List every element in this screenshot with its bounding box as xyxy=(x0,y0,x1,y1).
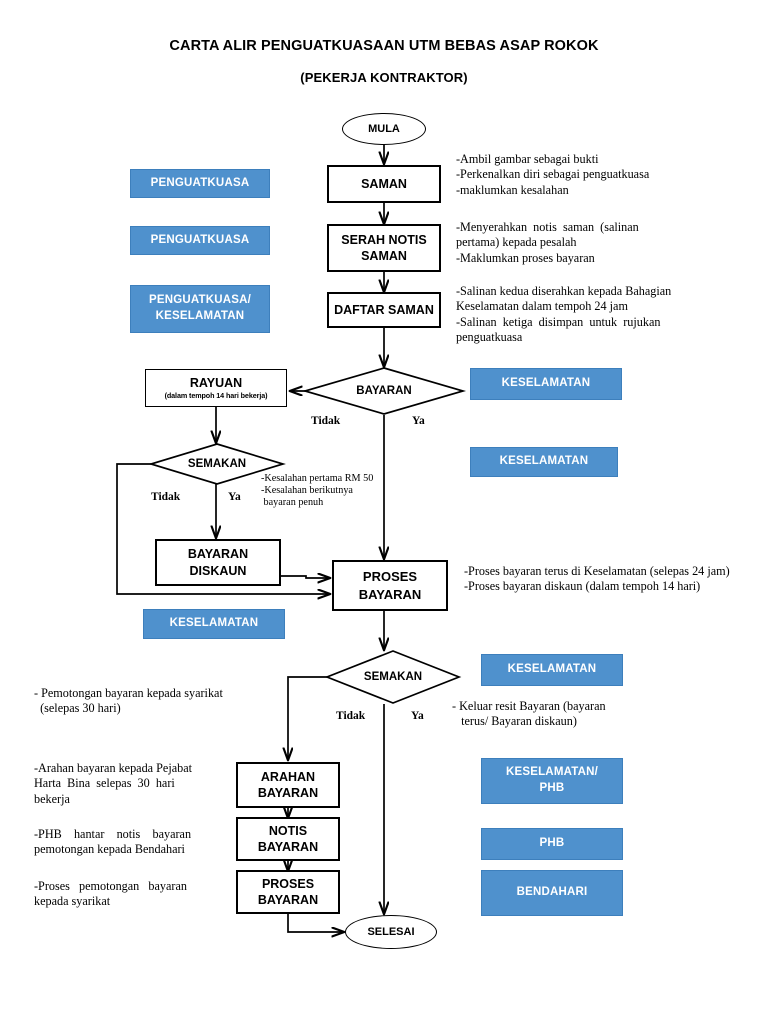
node-mula-label: MULA xyxy=(368,123,400,135)
node-rayuan: RAYUAN (dalam tempoh 14 hari bekerja) xyxy=(145,369,287,407)
note-daftar-saman: -Salinan kedua diserahkan kepada Bahagia… xyxy=(456,284,672,345)
role-box-keselamatan-2: KESELAMATAN xyxy=(470,447,618,477)
role-box-keselamatan-3: KESELAMATAN xyxy=(143,609,285,639)
role-box-penguatkuasa-2: PENGUATKUASA xyxy=(130,226,270,255)
role-box-keselamatan-2-label: KESELAMATAN xyxy=(499,455,589,468)
node-daftar-saman: DAFTAR SAMAN xyxy=(327,292,441,328)
role-box-phb: PHB xyxy=(481,828,623,860)
node-arahan-bayaran-label: ARAHAN BAYARAN xyxy=(257,769,319,801)
branch-label-semakan2-ya: Ya xyxy=(411,710,424,722)
node-selesai-label: SELESAI xyxy=(367,926,415,938)
role-box-penguatkuasa-1-label: PENGUATKUASA xyxy=(150,176,250,189)
note-keluar-resit: - Keluar resit Bayaran (bayaran terus/ B… xyxy=(452,699,606,729)
role-box-penguatkuasa-2-label: PENGUATKUASA xyxy=(150,233,250,246)
page-subtitle: (PEKERJA KONTRAKTOR) xyxy=(300,70,468,85)
branch-label-bayaran-tidak: Tidak xyxy=(311,415,341,427)
role-box-keselamatan-phb: KESELAMATAN/ PHB xyxy=(481,758,623,804)
note-saman: -Ambil gambar sebagai bukti -Perkenalkan… xyxy=(456,152,650,197)
decision-semakan-2: SEMAKAN xyxy=(324,650,462,704)
role-box-keselamatan-4-label: KESELAMATAN xyxy=(507,663,597,676)
note-arahan: -Arahan bayaran kepada Pejabat Harta Bin… xyxy=(34,761,193,806)
role-box-keselamatan-4: KESELAMATAN xyxy=(481,654,623,686)
branch-label-bayaran-ya: Ya xyxy=(412,415,425,427)
note-serah-notis: -Menyerahkan notis saman (salinan pertam… xyxy=(456,220,639,265)
node-proses-bayaran-2-label: PROSES BAYARAN xyxy=(257,876,319,908)
role-box-penguatkuasa-1: PENGUATKUASA xyxy=(130,169,270,198)
branch-label-semakan2-tidak: Tidak xyxy=(336,710,366,722)
node-notis-bayaran-label: NOTIS BAYARAN xyxy=(257,823,319,855)
branch-label-semakan1-ya: Ya xyxy=(228,491,241,503)
node-bayaran-diskaun-label: BAYARAN DISKAUN xyxy=(187,547,249,578)
role-box-keselamatan-3-label: KESELAMATAN xyxy=(169,617,259,630)
note-proses-bayaran: -Proses bayaran terus di Keselamatan (se… xyxy=(464,564,730,594)
branch-label-semakan1-tidak: Tidak xyxy=(151,491,181,503)
page-title: CARTA ALIR PENGUATKUASAAN UTM BEBAS ASAP… xyxy=(169,38,599,54)
note-proses-pemotongan: -Proses pemotongan bayaran kepada syarik… xyxy=(34,879,187,909)
node-serah-notis-saman-label: SERAH NOTIS SAMAN xyxy=(341,232,427,264)
role-box-bendahari: BENDAHARI xyxy=(481,870,623,916)
node-rayuan-sublabel: (dalam tempoh 14 hari bekerja) xyxy=(164,390,268,400)
node-proses-bayaran-1: PROSES BAYARAN xyxy=(332,560,448,611)
role-box-keselamatan-1-label: KESELAMATAN xyxy=(501,377,591,390)
role-box-bendahari-label: BENDAHARI xyxy=(516,886,588,899)
role-box-penguatkuasa-keselamatan-label: PENGUATKUASA/ KESELAMATAN xyxy=(148,294,252,322)
node-proses-bayaran-2: PROSES BAYARAN xyxy=(236,870,340,914)
note-pemotongan: - Pemotongan bayaran kepada syarikat (se… xyxy=(34,686,223,716)
node-mula: MULA xyxy=(342,113,426,145)
role-box-penguatkuasa-keselamatan: PENGUATKUASA/ KESELAMATAN xyxy=(130,285,270,333)
decision-bayaran: BAYARAN xyxy=(301,367,467,415)
node-serah-notis-saman: SERAH NOTIS SAMAN xyxy=(327,224,441,272)
node-saman-label: SAMAN xyxy=(361,176,407,191)
node-daftar-saman-label: DAFTAR SAMAN xyxy=(334,302,434,317)
node-notis-bayaran: NOTIS BAYARAN xyxy=(236,817,340,861)
node-selesai: SELESAI xyxy=(345,915,437,949)
node-saman: SAMAN xyxy=(327,165,441,203)
node-proses-bayaran-1-label: PROSES BAYARAN xyxy=(358,569,422,602)
node-bayaran-diskaun: BAYARAN DISKAUN xyxy=(155,539,281,586)
role-box-keselamatan-phb-label: KESELAMATAN/ PHB xyxy=(505,766,599,794)
note-kesalahan: -Kesalahan pertama RM 50 -Kesalahan beri… xyxy=(261,473,374,509)
note-phb-hantar: -PHB hantar notis bayaran pemotongan kep… xyxy=(34,827,192,857)
node-rayuan-label: RAYUAN xyxy=(189,376,243,391)
node-arahan-bayaran: ARAHAN BAYARAN xyxy=(236,762,340,808)
role-box-phb-label: PHB xyxy=(539,837,565,850)
role-box-keselamatan-1: KESELAMATAN xyxy=(470,368,622,400)
